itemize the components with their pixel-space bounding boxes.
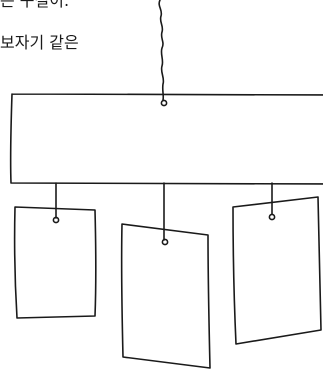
- main-bar-hook-ring: [160, 99, 168, 107]
- top-hanging-string: [158, 0, 165, 101]
- right-card-hook-ring: [268, 213, 276, 221]
- middle-card: [120, 223, 211, 369]
- left-card-hook-ring: [52, 216, 60, 224]
- story-text-line-2: 보자기 같은: [0, 33, 79, 52]
- right-card: [232, 196, 322, 345]
- main-bar: [9, 93, 323, 185]
- middle-card-hook-ring: [161, 238, 169, 246]
- story-text-line-1: 는 구절이.: [0, 0, 70, 10]
- left-card: [13, 206, 97, 319]
